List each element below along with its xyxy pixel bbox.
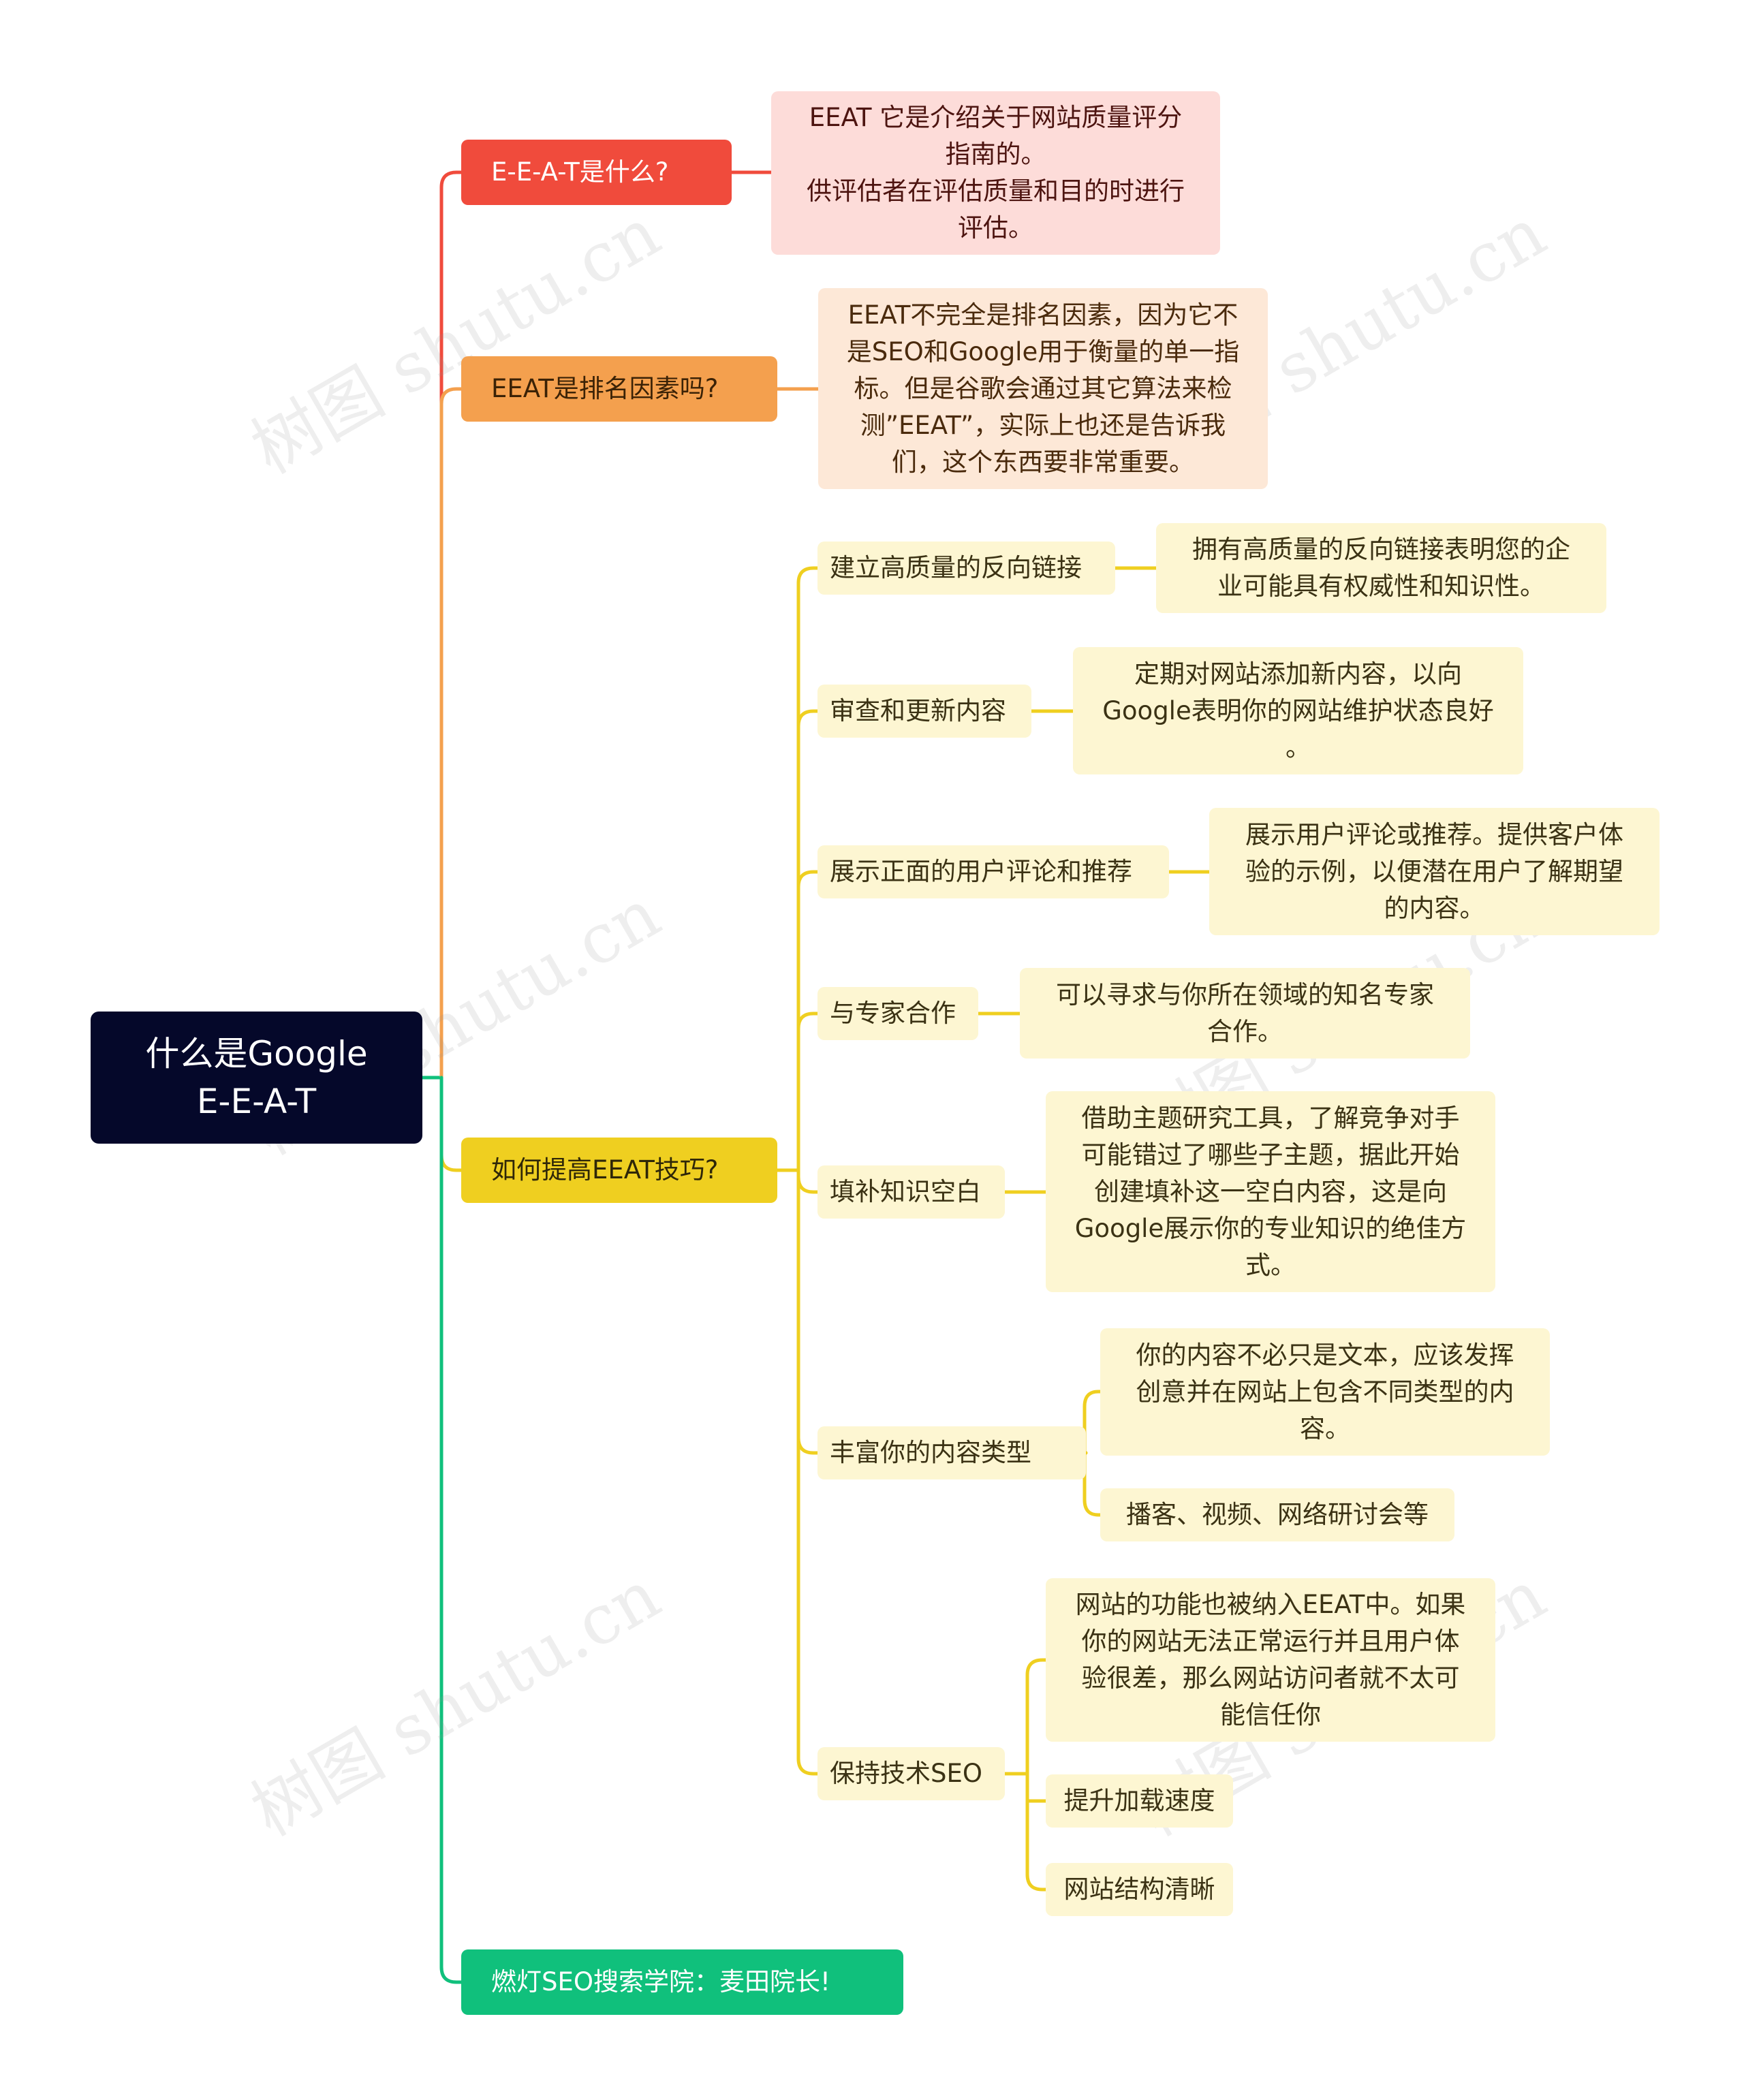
tip-update-content[interactable]: 审查和更新内容 [818, 685, 1031, 738]
branch-what-is-eeat-detail[interactable]: EEAT 它是介绍关于网站质量评分 指南的。 供评估者在评估质量和目的时进行 评… [771, 91, 1220, 255]
tip-experts[interactable]: 与专家合作 [818, 987, 978, 1040]
tip-knowledge-gap-detail[interactable]: 借助主题研究工具，了解竞争对手 可能错过了哪些子主题，据此开始 创建填补这一空白… [1046, 1091, 1495, 1292]
link-tip6-detail1 [1083, 1390, 1102, 1455]
branch-ranking-factor[interactable]: EEAT是排名因素吗? [461, 356, 777, 422]
branch-improve-tips[interactable]: 如何提高EEAT技巧? [461, 1138, 777, 1203]
link-root-branch1 [439, 170, 463, 1080]
tip-backlinks-detail[interactable]: 拥有高质量的反向链接表明您的企 业可能具有权威性和知识性。 [1156, 523, 1606, 613]
tip-content-types-examples[interactable]: 播客、视频、网络研讨会等 [1100, 1488, 1454, 1541]
link-tip-7 [796, 1168, 820, 1776]
link-tip-2 [796, 709, 820, 1172]
link-tip-6 [796, 1168, 820, 1455]
link-tip-3 [796, 870, 820, 1172]
link-tip-1 [796, 566, 820, 1172]
tip-content-types[interactable]: 丰富你的内容类型 [818, 1426, 1086, 1479]
link-tip-5 [796, 1168, 820, 1194]
tip-user-reviews[interactable]: 展示正面的用户评论和推荐 [818, 845, 1169, 898]
link-tip-4 [796, 1012, 820, 1172]
link-tip7-detail3 [1025, 1772, 1048, 1892]
link-root-branch2 [439, 387, 463, 1080]
tip-knowledge-gap[interactable]: 填补知识空白 [818, 1165, 1005, 1219]
link-tip7-detail1 [1025, 1658, 1048, 1776]
tip-technical-seo-speed[interactable]: 提升加载速度 [1046, 1774, 1233, 1828]
link-root-branch4 [439, 1076, 463, 1984]
tip-technical-seo[interactable]: 保持技术SEO [818, 1747, 1005, 1800]
root-node[interactable]: 什么是Google E-E-A-T [91, 1012, 422, 1144]
link-root-branch3 [439, 1076, 463, 1172]
branch-what-is-eeat[interactable]: E-E-A-T是什么? [461, 140, 732, 205]
link-tip6-detail2 [1083, 1451, 1102, 1517]
tip-content-types-detail[interactable]: 你的内容不必只是文本，应该发挥 创意并在网站上包含不同类型的内 容。 [1100, 1328, 1550, 1456]
branch-ranking-factor-detail[interactable]: EEAT不完全是排名因素，因为它不 是SEO和Google用于衡量的单一指 标。… [818, 288, 1268, 489]
tip-update-content-detail[interactable]: 定期对网站添加新内容，以向 Google表明你的网站维护状态良好 。 [1073, 647, 1523, 774]
branch-author[interactable]: 燃灯SEO搜索学院：麦田院长! [461, 1949, 903, 2015]
tip-technical-seo-structure[interactable]: 网站结构清晰 [1046, 1863, 1233, 1916]
tip-technical-seo-detail[interactable]: 网站的功能也被纳入EEAT中。如果 你的网站无法正常运行并且用户体 验很差，那么… [1046, 1578, 1495, 1742]
tip-backlinks[interactable]: 建立高质量的反向链接 [818, 542, 1115, 595]
link-tip7-detail2 [1025, 1772, 1048, 1803]
tip-user-reviews-detail[interactable]: 展示用户评论或推荐。提供客户体 验的示例，以便潜在用户了解期望 的内容。 [1209, 808, 1660, 935]
tip-experts-detail[interactable]: 可以寻求与你所在领域的知名专家 合作。 [1020, 968, 1470, 1059]
